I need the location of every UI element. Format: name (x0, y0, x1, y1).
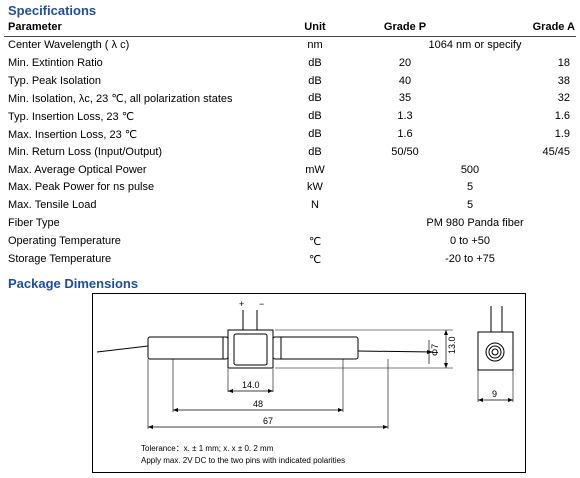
tolerance-note: Tolerance：x. ± 1 mm; x. x ± 0. 2 mm (141, 444, 274, 453)
spec-unit: dB (308, 110, 322, 123)
spec-param: Min. Isolation, λc, 23 ℃, all polarizati… (8, 93, 233, 106)
spec-grade-p: 40 (398, 74, 412, 87)
package-dimensions-title: Package Dimensions (8, 276, 139, 291)
spec-grade-p: 20 (398, 56, 412, 69)
isolator-body (227, 329, 274, 369)
spec-row: Operating Temperature ℃ 0 to +50 (0, 233, 580, 251)
spec-grade-a: 1.6 (554, 110, 570, 123)
spec-param: Storage Temperature (8, 252, 112, 265)
header-unit: Unit (304, 21, 326, 33)
spec-unit: kW (307, 181, 323, 194)
spec-unit: dB (308, 56, 322, 69)
end-view-body (477, 331, 514, 371)
spec-grade-a: 32 (557, 92, 570, 105)
dim-67: 67 (263, 416, 273, 426)
package-drawing: + − 14.0 48 67 13.0 Φ7 9 (96, 299, 514, 429)
spec-row: Storage Temperature ℃ -20 to +75 (0, 251, 580, 269)
spec-value: 5 (466, 199, 474, 212)
header-parameter: Parameter (8, 21, 62, 33)
spec-row: Center Wavelength ( λ c) nm 1064 nm or spe… (0, 37, 580, 55)
spec-param: Max. Tensile Load (8, 199, 97, 212)
spec-value: 5 (466, 181, 474, 194)
spec-row: Max. Tensile Load N 5 (0, 197, 580, 215)
spec-param: Min. Return Loss (Input/Output) (8, 145, 163, 158)
spec-row: Max. Average Optical Power mW 500 (0, 162, 580, 180)
spec-value: -20 to +75 (445, 252, 495, 265)
spec-header-row: Parameter Unit Grade P Grade A (0, 19, 580, 37)
spec-grade-a: 45/45 (542, 145, 570, 158)
spec-row: Max. Insertion Loss, 23 ℃ dB 1.6 1.9 (0, 126, 580, 144)
spec-param: Max. Insertion Loss, 23 ℃ (8, 129, 138, 141)
polarity-note: Apply max. 2V DC to the two pins with in… (141, 456, 346, 465)
spec-row: Fiber Type PM 980 Panda fiber (0, 215, 580, 233)
spec-param: Center Wavelength ( λ c) (8, 39, 130, 51)
spec-param: Min. Extintion Ratio (8, 56, 103, 69)
spec-param: Typ. Peak Isolation (8, 74, 101, 87)
spec-param: Max. Average Optical Power (8, 163, 147, 176)
spec-param: Fiber Type (8, 217, 60, 229)
spec-row: Typ. Peak Isolation dB 40 38 (0, 73, 580, 91)
spec-value: 1064 nm or specify (428, 39, 522, 51)
isolator-window (233, 333, 268, 366)
spec-grade-a: 18 (557, 56, 570, 69)
spec-unit: nm (307, 39, 323, 51)
dim-14: 14.0 (242, 380, 260, 390)
dim-phi7: Φ7 (430, 344, 440, 356)
spec-value: 500 (460, 163, 480, 176)
spec-row: Min. Return Loss (Input/Output) dB 50/50 45… (0, 144, 580, 162)
spec-value: PM 980 Panda fiber (426, 217, 524, 229)
spec-unit: N (311, 199, 319, 212)
spec-row: Max. Peak Power for ns pulse kW 5 (0, 179, 580, 197)
dim-48: 48 (253, 399, 263, 409)
spec-row: Min. Extintion Ratio dB 20 18 (0, 55, 580, 73)
spec-unit: dB (308, 74, 322, 87)
dimension-arrows (148, 330, 513, 429)
spec-grade-a: 1.9 (554, 128, 570, 140)
spec-value: 0 to +50 (449, 234, 491, 247)
header-grade-p: Grade P (383, 21, 427, 33)
spec-param: Max. Peak Power for ns pulse (8, 181, 155, 194)
spec-unit: mW (305, 163, 325, 176)
spec-unit: dB (308, 145, 322, 158)
dim-13: 13.0 (447, 336, 457, 354)
spec-param: Operating Temperature (8, 234, 121, 247)
spec-grade-p: 1.6 (397, 128, 413, 140)
spec-param: Typ. Insertion Loss, 23 ℃ (8, 111, 135, 124)
pin-plus-label: + (239, 299, 244, 309)
dim-9: 9 (492, 389, 497, 399)
output-fiber (357, 350, 434, 353)
input-fiber (96, 345, 149, 353)
header-rule (4, 36, 576, 37)
pin-minus-label: − (259, 299, 264, 309)
spec-unit: dB (308, 128, 322, 140)
spec-row: Typ. Insertion Loss, 23 ℃ dB 1.3 1.6 (0, 108, 580, 126)
spec-grade-a: 38 (557, 74, 570, 87)
spec-unit: ℃ (308, 253, 322, 266)
left-tube (147, 336, 229, 360)
spec-grade-p: 1.3 (397, 110, 413, 123)
specifications-title: Specifications (8, 3, 97, 18)
spec-row: Min. Isolation, λc, 23 ℃, all polarizati… (0, 90, 580, 108)
package-diagram: + − 14.0 48 67 13.0 Φ7 9 Tolerance：x. ± … (92, 293, 526, 473)
spec-unit: dB (308, 92, 322, 105)
spec-grade-p: 35 (398, 92, 412, 105)
spec-unit: ℃ (308, 235, 322, 248)
right-tube (272, 336, 359, 360)
end-view-outer-circle (485, 342, 505, 362)
header-grade-a: Grade A (532, 21, 575, 33)
spec-grade-p: 50/50 (391, 145, 419, 158)
